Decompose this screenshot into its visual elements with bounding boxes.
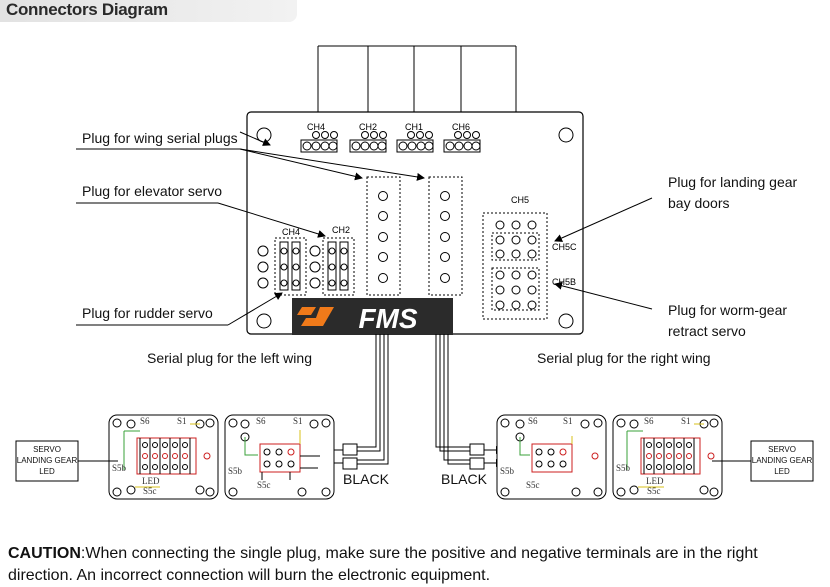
side-left-line3: LED (39, 467, 55, 476)
serial-plugs (320, 443, 504, 470)
top-channels: CH4 CH2 CH1 CH6 CH5 (307, 122, 529, 205)
ch2-small-label: CH2 (332, 225, 350, 235)
connectors-diagram: CH4 CH2 CH1 CH6 CH5 CH4 CH2 (15, 45, 814, 500)
logo-text: FMS (358, 303, 417, 334)
channel-label-ch2: CH2 (359, 122, 377, 132)
label-right-wing: Serial plug for the right wing (537, 350, 711, 366)
s5c-label: S5c (647, 486, 661, 496)
caution-line2: direction. An incorrect connection will … (8, 567, 491, 584)
channel-label-ch6: CH6 (452, 122, 470, 132)
wing-board-2: S6 S1 S5b S5c (224, 414, 335, 500)
side-left-line2: LANDING GEAR (17, 456, 78, 465)
label-black-left: BLACK (343, 471, 390, 487)
s1-label: S1 (563, 416, 573, 426)
s5b-label: S5b (500, 466, 515, 476)
side-left-line1: SERVO (33, 445, 61, 454)
side-right-line2: LANDING GEAR (752, 456, 813, 465)
servo-block-left: CH4 CH2 (257, 225, 355, 296)
channel-label-ch5: CH5 (511, 195, 529, 205)
side-box-left: SERVO LANDING GEAR LED (15, 440, 118, 482)
mount-hole (558, 127, 574, 143)
s5c-label: S5c (526, 480, 540, 490)
caution-label: CAUTION (8, 545, 81, 562)
label-elevator: Plug for elevator servo (82, 183, 222, 199)
wing-board-4: S6 S1 S5b LED S5c (612, 414, 723, 500)
s6-label: S6 (140, 416, 150, 426)
page-title: Connectors Diagram (6, 0, 168, 19)
caution-line1: :When connecting the single plug, make s… (80, 545, 758, 562)
label-landing-gear-doors-1: Plug for landing gear (668, 174, 798, 190)
led-label: LED (142, 476, 160, 486)
label-black-right: BLACK (441, 471, 488, 487)
s1-label: S1 (293, 416, 303, 426)
label-landing-gear-doors-2: bay doors (668, 195, 729, 211)
title-tab: Connectors Diagram (0, 0, 297, 22)
main-board: CH4 CH2 CH1 CH6 CH5 CH4 CH2 (246, 111, 584, 335)
channel-label-ch1: CH1 (405, 122, 423, 132)
s6-label: S6 (528, 416, 538, 426)
side-right-line3: LED (774, 467, 790, 476)
wing-board-3: S6 S1 S5b S5c (496, 414, 607, 500)
s5b-label: S5b (112, 463, 127, 473)
wing-serial-sockets (366, 176, 463, 296)
label-rudder: Plug for rudder servo (82, 305, 213, 321)
ch5c-label: CH5C (552, 242, 577, 252)
ch4-small-label: CH4 (282, 227, 300, 237)
channel-label-ch4: CH4 (307, 122, 325, 132)
s5b-label: S5b (616, 463, 631, 473)
s5c-label: S5c (257, 480, 271, 490)
label-worm-gear-2: retract servo (668, 323, 746, 339)
serial-wires (355, 334, 470, 465)
top-connectors (300, 131, 481, 153)
s1-label: S1 (177, 416, 187, 426)
s5b-label: S5b (228, 466, 243, 476)
ch5-block: CH5C CH5B (482, 212, 577, 320)
s5c-label: S5c (143, 486, 157, 496)
s6-label: S6 (256, 416, 266, 426)
led-label: LED (646, 476, 664, 486)
s6-label: S6 (644, 416, 654, 426)
side-box-right: SERVO LANDING GEAR LED (712, 440, 814, 482)
label-left-wing: Serial plug for the left wing (147, 350, 312, 366)
label-wing-serial: Plug for wing serial plugs (82, 130, 238, 146)
mount-hole (256, 313, 272, 329)
mount-hole (558, 313, 574, 329)
label-worm-gear-1: Plug for worm-gear (668, 302, 787, 318)
ch5b-label: CH5B (552, 277, 576, 287)
callouts: Plug for wing serial plugs Plug for elev… (76, 130, 798, 366)
caution-note: CAUTION:When connecting the single plug,… (8, 543, 830, 587)
s1-label: S1 (681, 416, 691, 426)
side-right-line1: SERVO (768, 445, 796, 454)
wing-board-1: S6 S1 S5b LED S5c (108, 414, 219, 500)
fms-logo: FMS (292, 298, 453, 335)
